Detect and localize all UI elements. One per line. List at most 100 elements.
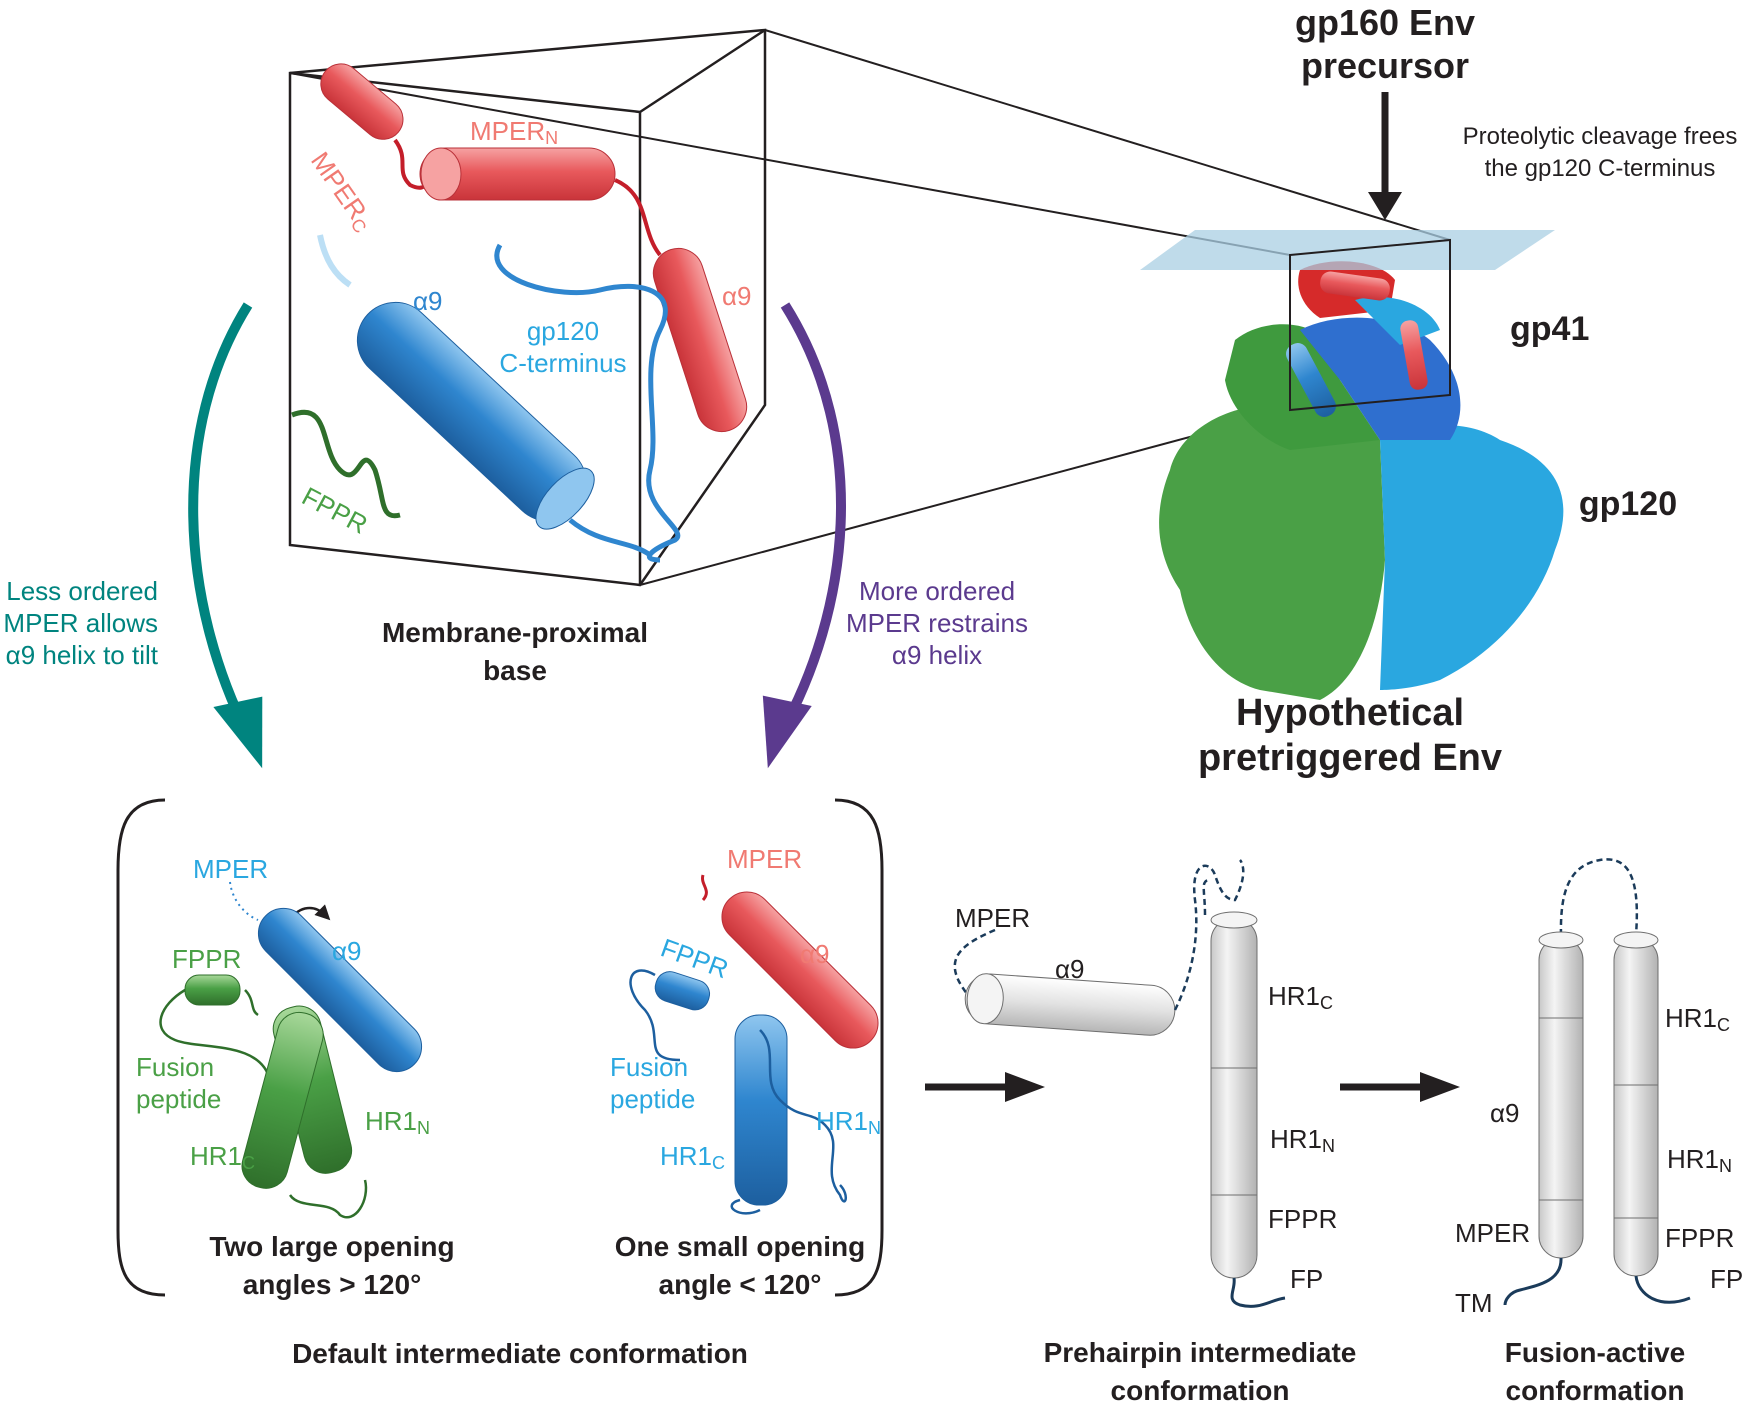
right-hr1-helix <box>734 1014 788 1206</box>
left-mper-label: MPER <box>193 854 268 884</box>
gp120-c-terminus-chain <box>494 243 681 563</box>
mpern-helix <box>419 147 616 201</box>
prehairpin-mper-label: MPER <box>955 903 1030 933</box>
base-caption-line1: Membrane-proximal <box>382 617 648 648</box>
alpha9-red-helix <box>652 247 748 433</box>
panel-brackets <box>116 798 884 1297</box>
mperc-helix <box>320 63 404 140</box>
gp120-label: gp120 <box>1579 485 1677 523</box>
left-panel-labels: MPER α9 FPPR Fusion peptide HR1N HR1C <box>136 854 430 1173</box>
left-fppr-helix <box>184 974 241 1006</box>
left-hr1c-helix <box>241 1011 324 1189</box>
prehairpin-alpha9-helix <box>964 973 1176 1036</box>
alpha9-red-label: α9 <box>722 281 752 311</box>
left-hr1c-label: HR1C <box>190 1141 255 1173</box>
left-alpha9-helix <box>257 907 423 1073</box>
cleavage-note-line2: the gp120 C-terminus <box>1485 155 1716 182</box>
alpha9-blue-helix <box>356 301 595 530</box>
cleavage-note-line1: Proteolytic cleavage frees <box>1463 123 1738 150</box>
right-alpha9-helix <box>721 891 879 1049</box>
teal-note-line2: MPER allows <box>3 608 158 638</box>
env-inset-box <box>1289 238 1451 412</box>
right-fusion-line2: peptide <box>610 1084 695 1114</box>
gp160-title-line1: gp160 Env <box>1295 2 1475 43</box>
left-caption-line2: angles > 120° <box>243 1269 422 1300</box>
right-panel-labels: MPER α9 FPPR Fusion peptide HR1N HR1C <box>610 844 881 1173</box>
right-fusion-line1: Fusion <box>610 1052 688 1082</box>
right-mper-label: MPER <box>727 844 802 874</box>
blue-fade-tail <box>317 234 352 288</box>
left-fusion-line2: peptide <box>136 1084 221 1114</box>
right-alpha9-label: α9 <box>800 939 830 969</box>
purple-curved-arrow <box>762 302 846 769</box>
right-panel-graphics <box>629 874 879 1215</box>
left-panel-graphics <box>159 881 423 1219</box>
fusion-right-column <box>1613 931 1659 1277</box>
prehairpin-graphics <box>953 859 1286 1308</box>
left-caption-line1: Two large opening <box>209 1231 454 1262</box>
teal-curved-arrow <box>188 302 263 769</box>
env-mini-helices <box>1286 271 1428 417</box>
fusion-tm-label: TM <box>1455 1288 1493 1318</box>
prehairpin-labels: MPER α9 HR1C HR1N FPPR FP <box>955 903 1337 1294</box>
hypothetical-line2: pretriggered Env <box>1198 737 1502 779</box>
gp160-title-line2: precursor <box>1301 45 1469 86</box>
prehairpin-hr1-column <box>1210 911 1258 1279</box>
fppr-chain <box>291 409 401 519</box>
hypothetical-line1: Hypothetical <box>1236 692 1464 734</box>
right-hr1c-label: HR1C <box>660 1141 725 1173</box>
left-hr1n-label: HR1N <box>365 1106 430 1138</box>
left-fppr-label: FPPR <box>172 944 241 974</box>
gp120-green-surface <box>1159 404 1385 700</box>
alpha9-blue-label: α9 <box>413 286 443 316</box>
base-box-contents <box>291 63 748 563</box>
fusion-active-graphics <box>1503 858 1691 1306</box>
fusion-hr1c-label: HR1C <box>1665 1003 1730 1035</box>
zoom-lines <box>289 29 1451 586</box>
fusion-fp-label: FP <box>1710 1264 1743 1294</box>
fppr-base-label: FPPR <box>297 481 372 540</box>
right-caption-line1: One small opening <box>615 1231 865 1262</box>
right-hr1n-label: HR1N <box>816 1106 881 1138</box>
mpern-label: MPERN <box>470 116 558 148</box>
left-fusion-line1: Fusion <box>136 1052 214 1082</box>
purple-note-line1: More ordered <box>859 576 1015 606</box>
teal-note-line3: α9 helix to tilt <box>6 640 159 670</box>
mperc-label: MPERC <box>303 146 380 237</box>
right-caption-line2: angle < 120° <box>659 1269 822 1300</box>
fusion-alpha9-label: α9 <box>1490 1098 1520 1128</box>
base-caption-line2: base <box>483 655 547 686</box>
flow-arrow-2 <box>1340 1072 1460 1102</box>
env-surface <box>1140 230 1564 700</box>
fusion-caption-line1: Fusion-active <box>1505 1337 1685 1368</box>
fusion-left-column <box>1538 931 1584 1259</box>
default-caption: Default intermediate conformation <box>292 1338 748 1369</box>
base-box <box>288 28 767 587</box>
left-alpha9-label: α9 <box>332 936 362 966</box>
gp160-arrow <box>1368 92 1402 220</box>
gp120-ct-line1: gp120 <box>527 316 599 346</box>
mper-loop-2 <box>614 178 662 257</box>
prehairpin-caption-line1: Prehairpin intermediate <box>1044 1337 1357 1368</box>
fusion-mper-label: MPER <box>1455 1218 1530 1248</box>
right-fppr-helix <box>654 971 711 1011</box>
purple-note-line3: α9 helix <box>892 640 982 670</box>
fusion-active-labels: α9 MPER TM HR1C HR1N FPPR FP <box>1455 1003 1743 1318</box>
fusion-fppr-label: FPPR <box>1665 1223 1734 1253</box>
teal-note-line1: Less ordered <box>6 576 158 606</box>
prehairpin-hr1c-label: HR1C <box>1268 981 1333 1013</box>
gp41-label: gp41 <box>1510 310 1589 348</box>
fusion-hr1n-label: HR1N <box>1667 1144 1732 1176</box>
prehairpin-fppr-label: FPPR <box>1268 1204 1337 1234</box>
flow-arrow-1 <box>925 1072 1045 1102</box>
purple-note-line2: MPER restrains <box>846 608 1028 638</box>
gp120-blue-surface <box>1380 425 1564 690</box>
prehairpin-hr1n-label: HR1N <box>1270 1124 1335 1156</box>
blue-connector <box>568 518 652 558</box>
prehairpin-alpha9-label: α9 <box>1055 954 1085 984</box>
fusion-caption-line2: conformation <box>1506 1375 1685 1406</box>
prehairpin-caption-line2: conformation <box>1111 1375 1290 1406</box>
gp120-ct-line2: C-terminus <box>499 348 626 378</box>
prehairpin-fp-label: FP <box>1290 1264 1323 1294</box>
